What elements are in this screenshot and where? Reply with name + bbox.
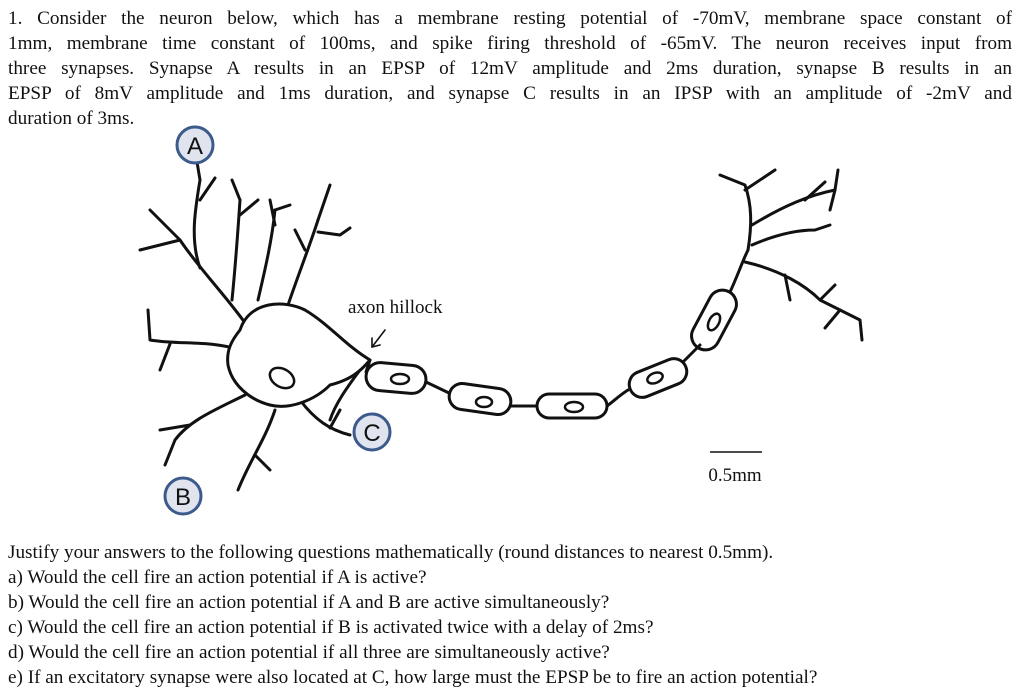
synapse-a-marker: A [175,125,215,165]
problem-line: EPSP of 8mV amplitude and 1ms duration, … [8,83,1012,104]
scale-bar-label: 0.5mm [708,465,762,486]
problem-line: duration of 3ms. [8,108,135,129]
problem-line: three synapses. Synapse A results in an … [8,58,1012,79]
synapse-a-label: A [187,133,203,160]
questions-section: Justify your answers to the following qu… [8,540,1012,690]
synapse-c-label: C [363,420,380,447]
question-item: d) Would the cell fire an action potenti… [8,642,610,663]
question-item: c) Would the cell fire an action potenti… [8,617,654,638]
question-item: b) Would the cell fire an action potenti… [8,592,610,613]
axon [364,248,750,420]
soma [226,302,372,408]
dendrites [138,148,362,492]
synapse-b-marker: B [163,476,203,516]
neuron-figure: A B C axon hillock 0.5mm [138,125,864,516]
problem-line: 1. Consider the neuron below, which has … [8,8,1012,29]
question-item: e) If an excitatory synapse were also lo… [8,667,818,688]
problem-statement: 1. Consider the neuron below, which has … [8,6,1012,131]
synapse-b-label: B [175,484,191,511]
axon-terminals [718,168,864,342]
axon-hillock-label: axon hillock [348,297,443,318]
synapse-c-marker: C [352,412,392,452]
axon-hillock-arrow [371,329,386,348]
questions-instruction: Justify your answers to the following qu… [8,542,774,563]
nucleus [268,366,296,390]
problem-line: 1mm, membrane time constant of 100ms, an… [8,33,1012,54]
question-item: a) Would the cell fire an action potenti… [8,567,427,588]
